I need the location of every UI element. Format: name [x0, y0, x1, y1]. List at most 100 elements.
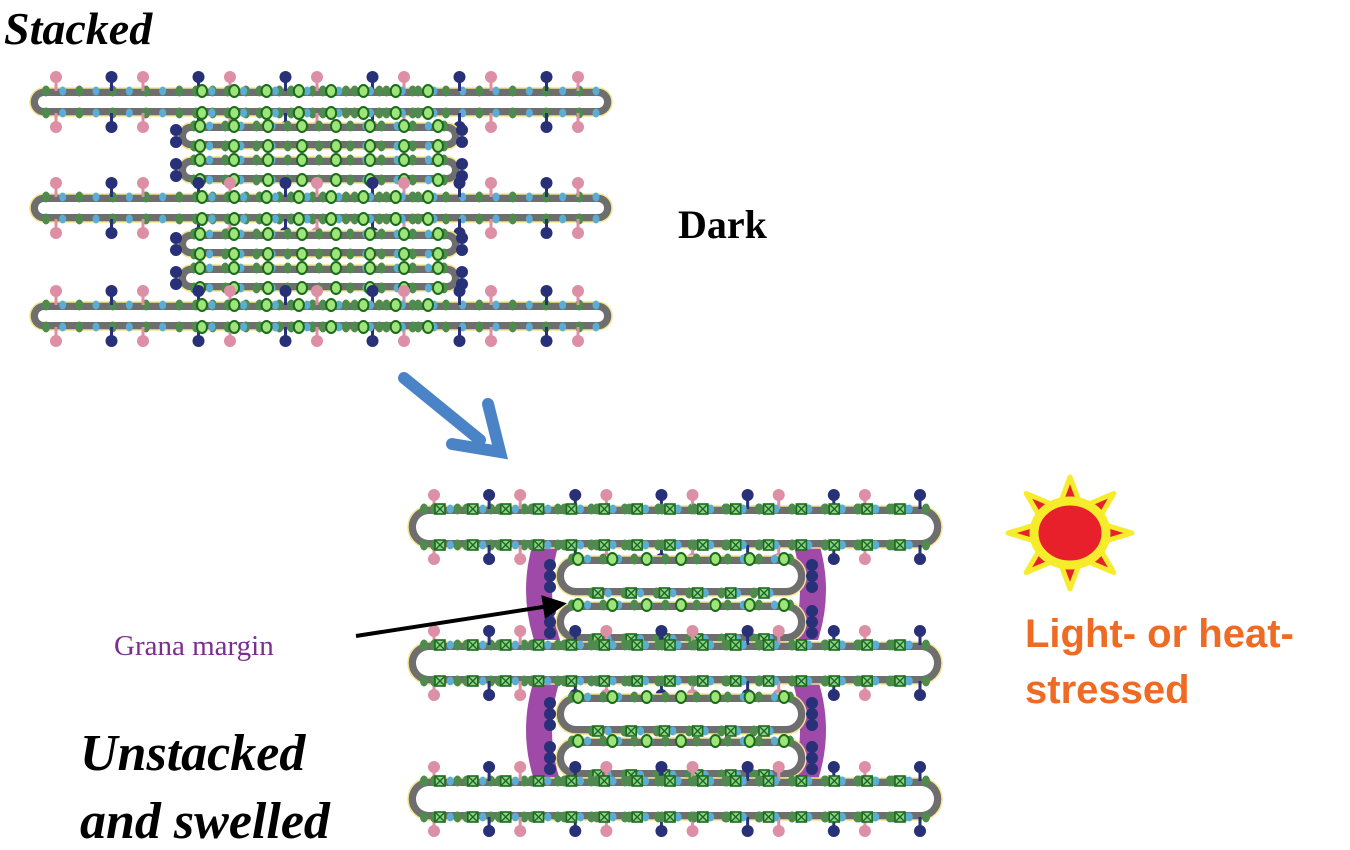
atp-synthase [540, 71, 553, 91]
membrane-protein [252, 140, 261, 152]
light-harvesting-complex [572, 690, 584, 704]
psi-complex [50, 113, 62, 133]
light-harvesting-complex [260, 320, 273, 334]
membrane-protein [377, 120, 386, 132]
membrane-protein [576, 540, 584, 550]
membrane-protein [346, 120, 355, 132]
membrane-protein [770, 692, 778, 702]
light-harvesting-complex [196, 212, 208, 226]
membrane-protein [221, 228, 230, 240]
margin-complex [170, 278, 182, 290]
membrane-protein [690, 675, 699, 687]
membrane-protein [453, 539, 462, 551]
membrane-protein [544, 812, 552, 822]
membrane-protein [685, 587, 694, 599]
membrane-protein [442, 191, 450, 203]
membrane-protein [346, 282, 355, 294]
membrane-protein [754, 735, 763, 747]
membrane-protein [553, 675, 562, 687]
margin-complex [806, 559, 818, 571]
membrane-protein [318, 213, 327, 225]
membrane-protein [342, 321, 350, 333]
membrane-protein [350, 85, 359, 97]
crossed-complex [762, 639, 775, 651]
light-harvesting-complex [389, 298, 402, 312]
membrane-protein [520, 775, 529, 787]
membrane-protein [408, 140, 417, 152]
membrane-protein [420, 775, 428, 787]
membrane-protein [424, 175, 432, 185]
membrane-protein [42, 213, 50, 225]
membrane-protein [508, 85, 517, 97]
membrane-protein [346, 174, 355, 186]
membrane-protein [599, 553, 608, 565]
margin-complex [544, 570, 556, 582]
membrane-protein [303, 214, 311, 224]
light-harvesting-complex [364, 153, 376, 167]
margin-complex [544, 559, 556, 571]
membrane-protein [221, 248, 230, 260]
membrane-protein [442, 299, 450, 311]
light-harvesting-complex [325, 190, 338, 204]
membrane-protein [346, 140, 355, 152]
psi-complex [137, 177, 149, 197]
psi-complex [572, 327, 584, 347]
membrane-protein [788, 503, 797, 515]
crossed-complex [828, 675, 841, 687]
margin-complex [456, 244, 468, 256]
membrane-protein [625, 639, 634, 651]
membrane-protein [922, 639, 930, 651]
membrane-protein [609, 676, 617, 686]
light-harvesting-complex [572, 598, 584, 612]
membrane-protein [922, 539, 930, 551]
membrane-protein [604, 726, 612, 736]
light-harvesting-complex [228, 212, 241, 226]
membrane-protein [283, 248, 292, 260]
light-harvesting-complex [262, 173, 274, 187]
membrane-protein [559, 214, 567, 224]
crossed-complex [795, 675, 808, 687]
membrane-protein [420, 675, 428, 687]
membrane-protein [308, 321, 317, 333]
light-harvesting-complex [196, 320, 208, 334]
margin-complex [544, 627, 556, 639]
atp-synthase [741, 761, 754, 781]
membrane-protein [159, 300, 167, 310]
crossed-complex [467, 811, 479, 823]
crossed-complex [762, 811, 775, 823]
grana-margin-band [526, 680, 560, 780]
crossed-complex [565, 775, 578, 787]
margin-complex [806, 752, 818, 764]
crossed-complex [828, 775, 841, 787]
margin-complex [170, 124, 182, 136]
light-harvesting-complex [640, 552, 653, 566]
light-harvesting-complex [296, 153, 308, 167]
granal-thylakoid [544, 552, 818, 599]
light-harvesting-complex [432, 153, 444, 167]
light-harvesting-complex [228, 190, 241, 204]
atp-synthase [540, 113, 553, 133]
light-harvesting-complex [330, 139, 342, 153]
crossed-complex [467, 675, 479, 687]
membrane-protein [592, 192, 600, 202]
membrane-protein [414, 213, 423, 225]
crossed-complex [658, 587, 671, 599]
psi-complex [485, 113, 497, 133]
membrane-protein [788, 539, 797, 551]
membrane-protein [692, 599, 701, 611]
crossed-complex [861, 675, 873, 687]
membrane-protein [208, 192, 216, 202]
crossed-complex [664, 775, 676, 787]
granal-thylakoid [170, 227, 468, 261]
membrane-protein [690, 539, 699, 551]
membrane-protein [442, 85, 450, 97]
crossed-complex [598, 675, 611, 687]
membrane-protein [559, 108, 567, 118]
membrane-protein [853, 639, 862, 651]
membrane-protein [492, 108, 500, 118]
membrane-protein [755, 639, 764, 651]
light-harvesting-complex [260, 190, 273, 204]
membrane-protein [175, 299, 184, 311]
crossed-complex [795, 775, 808, 787]
membrane-protein [453, 775, 462, 787]
